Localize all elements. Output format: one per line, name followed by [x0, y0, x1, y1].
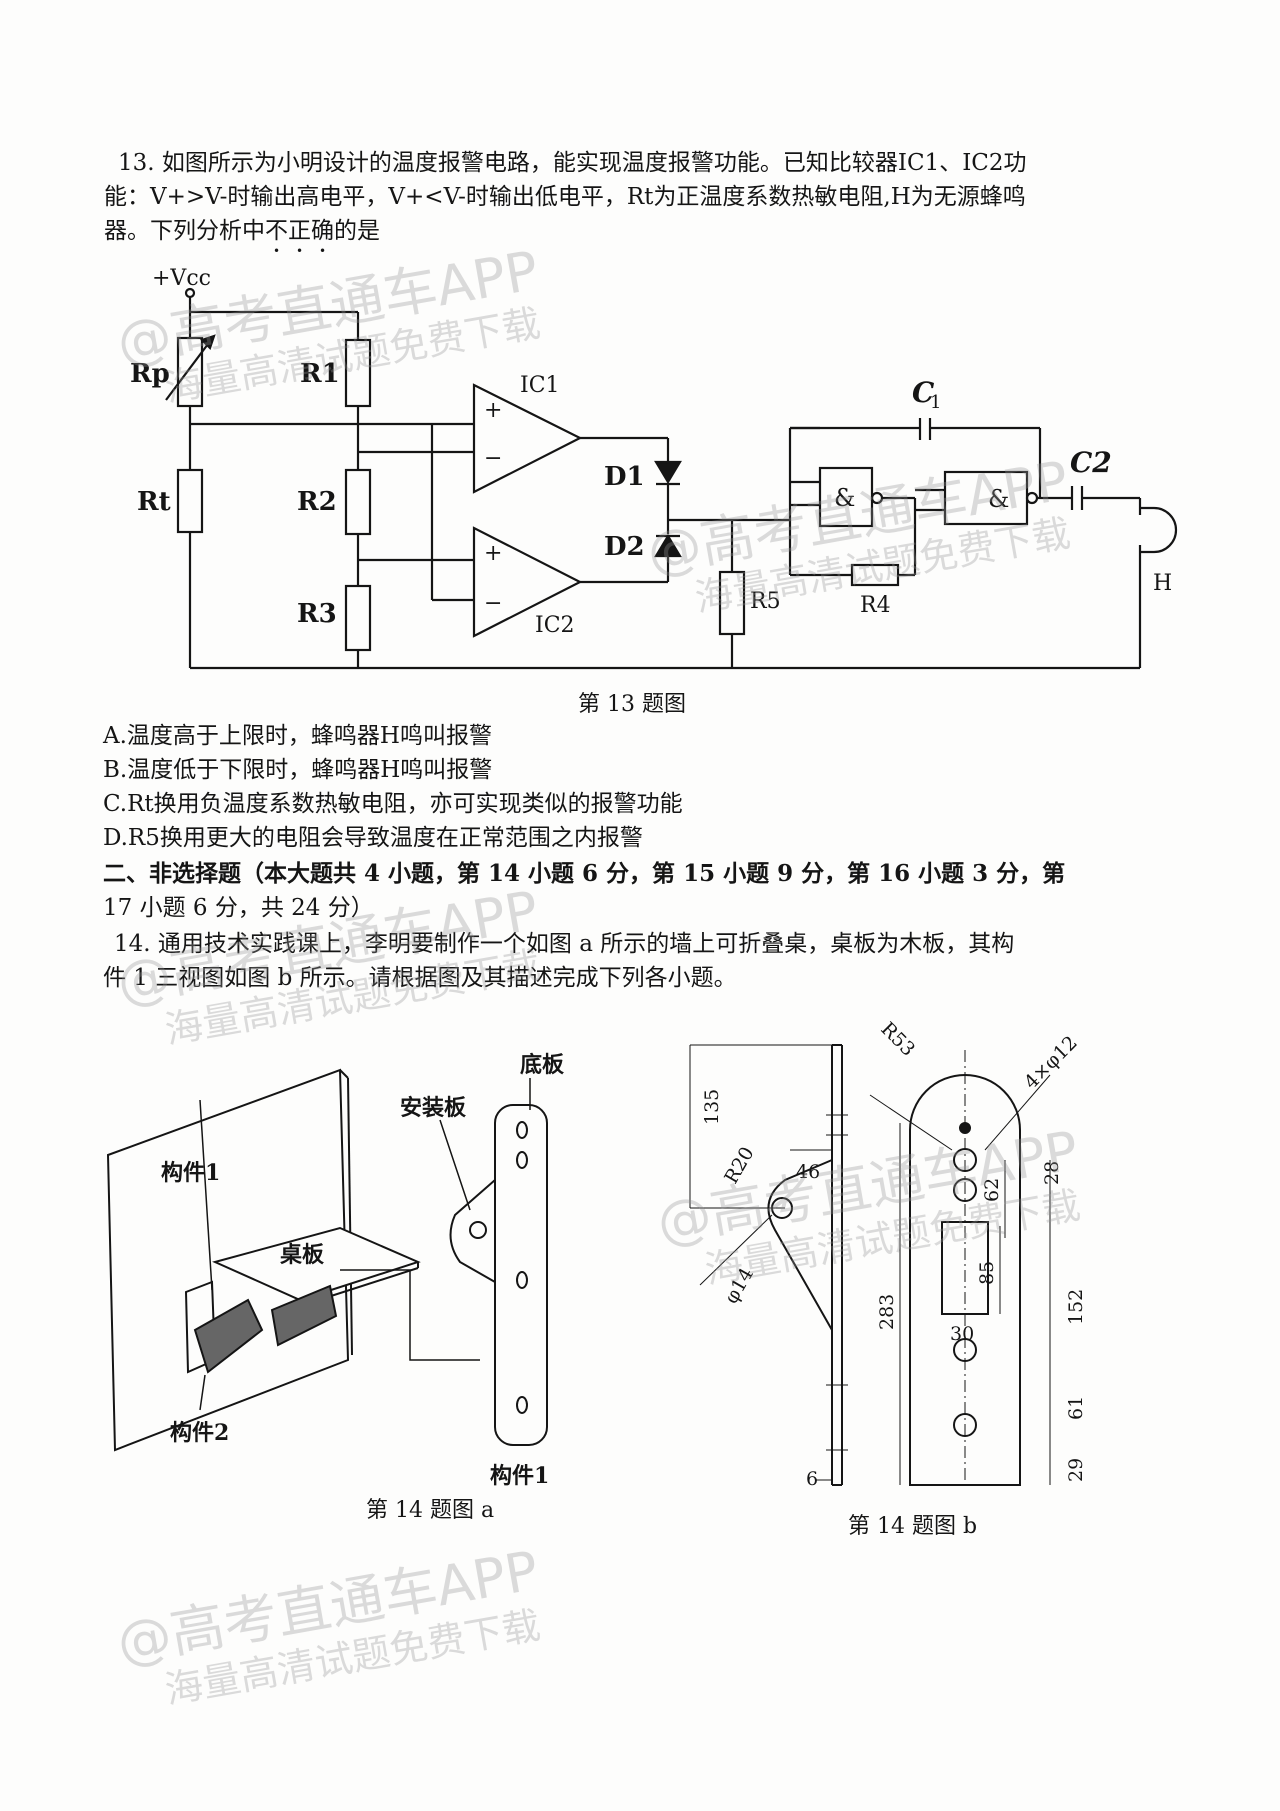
d2-diode — [654, 533, 682, 558]
rt-resistor — [176, 468, 204, 534]
r5-resistor — [718, 570, 746, 636]
svg-text:R20: R20 — [720, 1143, 758, 1187]
svg-text:62: 62 — [981, 1178, 1003, 1202]
hole-1 — [953, 1148, 977, 1172]
svg-text:+: + — [484, 541, 502, 566]
svg-text:28: 28 — [1041, 1161, 1063, 1185]
svg-text:C2: C2 — [1070, 446, 1112, 479]
q13-option-c: C.Rt换用负温度系数热敏电阻，亦可实现类似的报警功能 — [103, 791, 683, 817]
section-2-heading-line-1: 二、非选择题（本大题共 4 小题，第 14 小题 6 分，第 15 小题 9 分… — [103, 860, 1066, 887]
svg-text:6: 6 — [806, 1468, 818, 1490]
svg-text:1: 1 — [930, 392, 941, 413]
fig-14a-caption: 第 14 题图 a — [366, 1498, 495, 1523]
hole-3 — [953, 1338, 977, 1362]
svg-text:152: 152 — [1065, 1289, 1087, 1325]
svg-text:构件1: 构件1 — [490, 1463, 549, 1489]
svg-text:85: 85 — [976, 1261, 998, 1285]
svg-text:H: H — [1153, 571, 1172, 596]
svg-text:R4: R4 — [860, 593, 891, 618]
q13-option-d: D.R5换用更大的电阻会导致温度在正常范围之内报警 — [103, 825, 643, 851]
svg-text:29: 29 — [1065, 1458, 1087, 1482]
and-gate-2 — [943, 470, 1029, 526]
svg-text:安装板: 安装板 — [400, 1095, 467, 1121]
figure-14b-three-view: 135 R20 46 φ14 283 6 R53 4×φ12 62 28 85 … — [689, 1018, 1087, 1490]
svg-text:D1: D1 — [604, 462, 645, 492]
svg-text:D2: D2 — [604, 532, 645, 562]
svg-text:C: C — [912, 376, 935, 409]
figure-14a: 构件1 桌板 构件2 底板 安装板 构件1 — [106, 1052, 565, 1489]
emphasis-not-correct: 不正确 — [265, 218, 334, 244]
q13-option-b: B.温度低于下限时，蜂鸣器H鸣叫报警 — [103, 757, 493, 783]
svg-text:&: & — [988, 485, 1009, 513]
buzzer-h — [1140, 506, 1178, 554]
svg-text:IC2: IC2 — [535, 613, 575, 638]
svg-text:46: 46 — [796, 1161, 820, 1183]
hole-icon — [516, 1121, 528, 1139]
svg-text:构件2: 构件2 — [170, 1420, 229, 1446]
section-2-heading-line-2: 17 小题 6 分，共 24 分） — [103, 895, 374, 921]
q13-line-2: 能：V+>V-时输出高电平，V+<V-时输出低电平，Rt为正温度系数热敏电阻,H… — [104, 184, 1026, 210]
q13-option-a: A.温度高于上限时，蜂鸣器H鸣叫报警 — [103, 723, 492, 749]
q14-line-2: 件 1 三视图如图 b 所示。请根据图及其描述完成下列各小题。 — [103, 965, 737, 991]
hole-4 — [953, 1413, 977, 1437]
svg-text:−: − — [484, 446, 502, 471]
mount-plate — [449, 1179, 496, 1283]
svg-text:Rt: Rt — [137, 487, 171, 517]
svg-text:4×φ12: 4×φ12 — [1020, 1032, 1082, 1094]
svg-text:+: + — [484, 398, 502, 423]
d1-diode — [654, 460, 682, 485]
svg-text:30: 30 — [950, 1323, 974, 1345]
svg-text:桌板: 桌板 — [280, 1242, 325, 1268]
ic1-comparator — [472, 383, 583, 494]
svg-text:R1: R1 — [300, 359, 340, 389]
hole-2 — [953, 1178, 977, 1202]
svg-text:R3: R3 — [297, 599, 337, 629]
watermark-line-2: 海量高清试题免费下载 — [161, 1602, 544, 1713]
r2-resistor — [344, 468, 372, 536]
fig-14b-caption: 第 14 题图 b — [848, 1514, 978, 1539]
wall-panel — [106, 1068, 350, 1452]
svg-text:底板: 底板 — [520, 1052, 565, 1078]
rp-resistor — [176, 336, 204, 408]
q13-line-1: 13. 如图所示为小明设计的温度报警电路，能实现温度报警功能。已知比较器IC1、… — [118, 150, 1027, 176]
circuit-diagram: +Vcc Rp Rt R1 R2 R3 + − IC1 + − IC2 D1 D… — [130, 266, 1178, 670]
svg-text:R5: R5 — [750, 589, 781, 614]
r4-resistor — [850, 563, 900, 587]
svg-text:φ14: φ14 — [720, 1264, 758, 1307]
front-plate — [909, 1074, 1021, 1486]
vcc-label: +Vcc — [152, 266, 211, 291]
r3-resistor — [344, 584, 372, 652]
svg-text:135: 135 — [701, 1089, 723, 1125]
svg-text:−: − — [484, 591, 502, 616]
side-bracket — [767, 1159, 833, 1331]
svg-text:Rp: Rp — [130, 359, 170, 389]
ic2-comparator — [472, 526, 583, 638]
watermark-line-1: @高考直通车APP — [112, 1538, 543, 1675]
svg-text:构件1: 构件1 — [161, 1160, 220, 1186]
r1-resistor — [344, 338, 372, 408]
q13-figure-caption: 第 13 题图 — [578, 692, 686, 717]
svg-text:IC1: IC1 — [520, 373, 560, 398]
svg-text:&: & — [834, 484, 855, 512]
base-plate — [494, 1104, 548, 1446]
part2-support — [193, 1298, 264, 1374]
q14-line-1: 14. 通用技术实践课上，李明要制作一个如图 a 所示的墙上可折叠桌，桌板为木板… — [114, 931, 1015, 957]
q13-line-3: 器。下列分析中不正确的是 — [104, 218, 380, 244]
svg-text:283: 283 — [876, 1294, 898, 1330]
svg-text:R2: R2 — [297, 487, 337, 517]
slot — [941, 1221, 989, 1315]
svg-text:R53: R53 — [876, 1018, 919, 1061]
svg-text:61: 61 — [1065, 1396, 1087, 1420]
